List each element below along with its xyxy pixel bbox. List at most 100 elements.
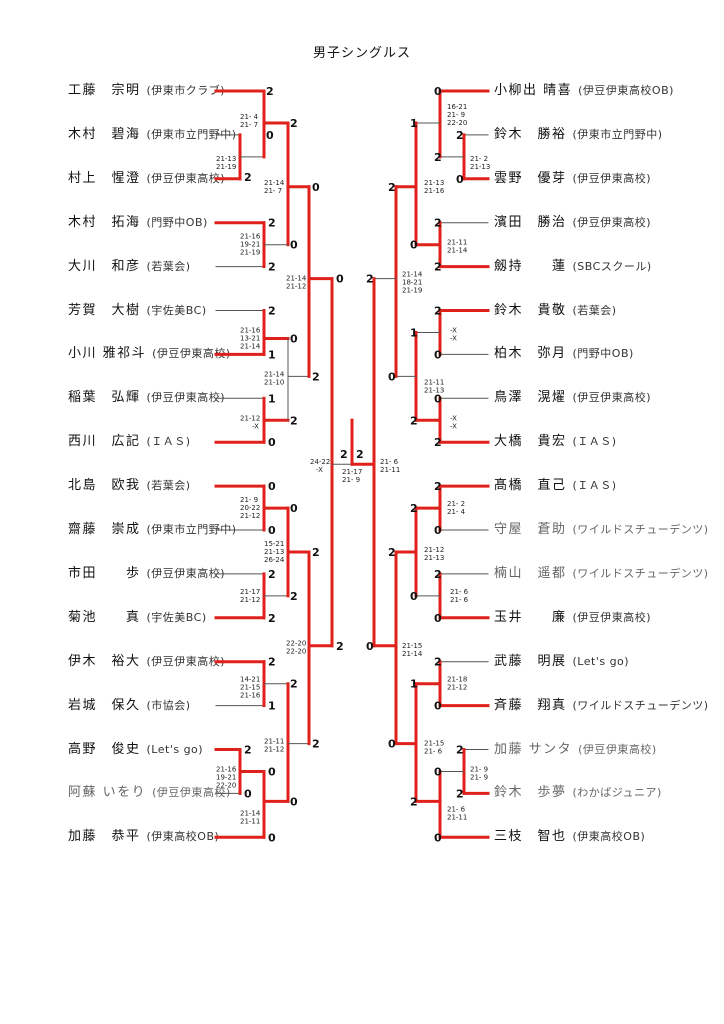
player-name: 武藤 明展: [494, 653, 567, 669]
player-club: (伊豆伊東高校): [152, 786, 231, 800]
result-mark: 0: [268, 436, 276, 449]
game-score: 21-14: [286, 275, 307, 283]
game-score: 21-16: [240, 327, 261, 335]
result-mark: 0: [434, 392, 442, 405]
game-score: 21- 6: [424, 748, 443, 756]
result-mark: 2: [434, 568, 442, 581]
right-player-13: 玉井 廉(伊豆伊東高校): [494, 608, 651, 628]
player-name: 楠山 遥都: [494, 565, 567, 581]
result-mark: 1: [410, 678, 418, 691]
left-player-6: 芳賀 大樹(宇佐美BC): [68, 301, 207, 321]
right-player-18: 三枝 智也(伊東高校OB): [494, 827, 645, 847]
left-player-2: 木村 碧海(伊東市立門野中): [68, 125, 237, 145]
player-name: 髙橋 直己: [494, 478, 567, 494]
game-score: 22-20: [286, 648, 306, 656]
result-mark: 0: [410, 239, 418, 252]
player-club: (Let's go): [572, 654, 630, 668]
result-mark: 2: [268, 261, 276, 274]
left-player-8: 稲葉 弘輝(伊豆伊東高校): [68, 388, 225, 408]
game-score: 21-16: [240, 692, 261, 700]
result-mark: 0: [434, 524, 442, 537]
result-mark: 2: [290, 117, 298, 130]
player-name: 加藤 恭平: [68, 829, 141, 845]
player-name: 鳥澤 滉燿: [494, 390, 567, 406]
result-mark: 0: [268, 480, 276, 493]
player-name: 小川 雅祁斗: [68, 346, 147, 362]
game-score: 21-15: [424, 740, 444, 748]
game-score: 21- 4: [240, 113, 259, 121]
game-score: 26-24: [264, 556, 285, 564]
right-player-2: 鈴木 勝裕(伊東市立門野中): [494, 125, 663, 145]
player-club: (若葉会): [146, 259, 191, 273]
left-player-11: 齋藤 崇成(伊東市立門野中): [68, 520, 237, 540]
result-mark: 2: [268, 656, 276, 669]
game-score: 19-21: [216, 774, 236, 782]
right-player-3: 雲野 優芽(伊豆伊東高校): [494, 169, 651, 189]
game-score: 21-11: [380, 466, 400, 474]
result-mark: 0: [434, 612, 442, 625]
result-mark: 2: [266, 85, 274, 98]
result-mark: 2: [268, 217, 276, 230]
result-mark: 2: [336, 640, 344, 653]
right-player-5: 劔持 蓮(SBCスクール): [494, 257, 652, 277]
result-mark: 0: [268, 831, 276, 844]
game-score: 21-14: [402, 271, 423, 279]
game-score: 21-15: [240, 684, 260, 692]
result-mark: 0: [266, 129, 274, 142]
game-score: 21- 4: [447, 508, 466, 516]
game-score: 21- 9: [470, 774, 488, 782]
result-mark: 2: [268, 305, 276, 318]
player-name: 劔持 蓮: [494, 258, 567, 274]
game-score: -X: [450, 422, 457, 430]
left-player-18: 加藤 恭平(伊東高校OB): [68, 827, 219, 847]
left-player-7: 小川 雅祁斗(伊豆伊東高校): [68, 344, 231, 364]
result-mark: 2: [456, 129, 464, 142]
player-club: (門野中OB): [572, 347, 634, 361]
player-name: 阿蘇 いをり: [68, 785, 147, 801]
result-mark: 2: [244, 744, 252, 757]
player-club: (伊豆伊東高校): [572, 215, 652, 229]
player-club: (ワイルドスチューデンツ): [572, 698, 709, 712]
game-score: 14-21: [240, 676, 260, 684]
player-name: 小柳出 晴喜: [494, 83, 573, 98]
game-score: 20-22: [240, 504, 260, 512]
player-club: (伊東市立門野中): [146, 523, 237, 536]
result-mark: 1: [268, 392, 276, 405]
game-score: 21-12: [424, 546, 444, 554]
left-player-12: 市田 歩(伊豆伊東高校): [68, 564, 225, 584]
result-mark: 2: [434, 151, 442, 164]
game-score: 16-21: [447, 103, 467, 111]
player-name: 鈴木 歩夢: [494, 785, 567, 801]
player-name: 高野 俊史: [68, 741, 141, 757]
game-score: 21- 2: [447, 500, 465, 508]
game-score: 21-14: [264, 370, 285, 378]
game-score: 21-13: [264, 548, 284, 556]
result-mark: 0: [336, 273, 344, 286]
player-club: (伊豆伊東高校): [572, 171, 652, 185]
player-club: (門野中OB): [146, 215, 208, 229]
player-club: (伊豆伊東高校): [572, 610, 652, 624]
result-mark: 0: [410, 590, 418, 603]
result-mark: 0: [268, 524, 276, 537]
player-name: 大川 和彦: [68, 258, 141, 274]
result-mark: 0: [244, 787, 252, 800]
player-club: (伊豆伊東高校): [146, 654, 226, 668]
result-mark: 2: [356, 448, 364, 461]
result-mark: 2: [410, 795, 418, 808]
player-club: (宇佐美BC): [146, 303, 207, 317]
game-score: 21- 2: [470, 155, 488, 163]
game-score: 21-15: [402, 642, 422, 650]
player-name: 三枝 智也: [494, 829, 567, 845]
result-mark: 2: [410, 414, 418, 427]
result-mark: 2: [290, 678, 298, 691]
game-score: 22-20: [216, 782, 236, 790]
game-score: 21-13: [424, 386, 444, 394]
left-player-15: 岩城 保久(市協会): [68, 696, 191, 716]
game-score: 21-18: [447, 676, 467, 684]
game-score: 21-10: [264, 378, 284, 386]
game-score: 21- 6: [380, 458, 399, 466]
game-score: 21-12: [240, 512, 260, 520]
player-name: 岩城 保久: [68, 697, 141, 713]
game-score: 21-17: [342, 468, 362, 476]
